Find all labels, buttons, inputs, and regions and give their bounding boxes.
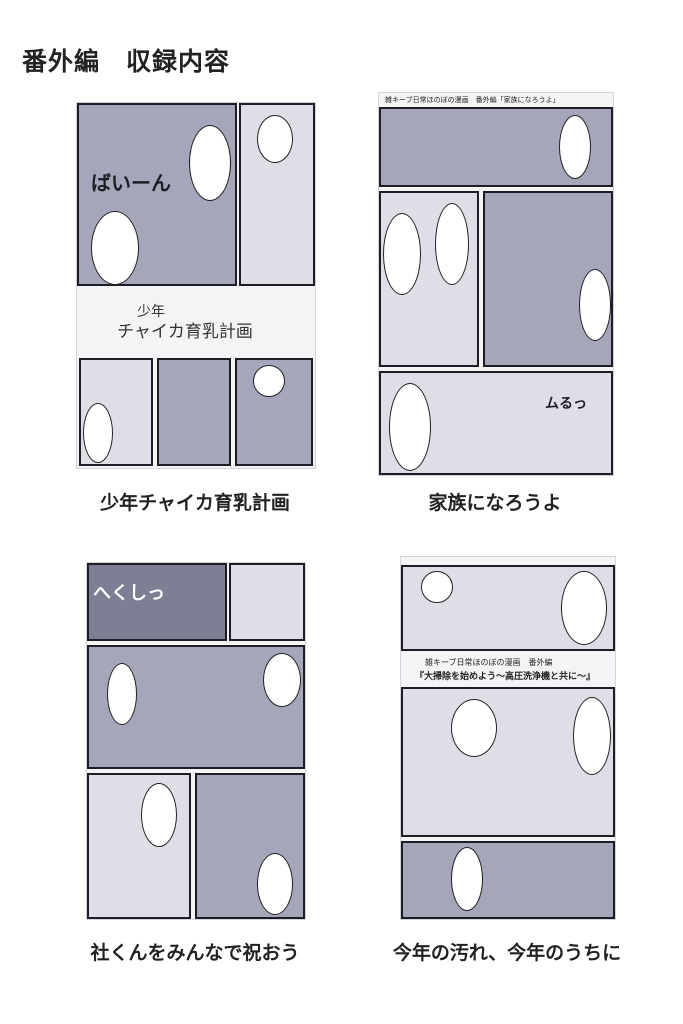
comic-caption-2: 家族になろうよ bbox=[428, 492, 562, 514]
sound-effect: へくしっ bbox=[93, 583, 165, 604]
speech-bubble bbox=[561, 571, 607, 645]
sound-effect: ムるっ bbox=[545, 396, 587, 412]
comic-thumbnail-4[interactable]: 雑キーブ日常ほのぼの漫画 番外編 『大掃除を始めよう～高圧洗浄機と共に～』 bbox=[400, 556, 616, 920]
speech-bubble bbox=[263, 653, 301, 707]
speech-bubble bbox=[389, 383, 431, 471]
comic-panel bbox=[87, 563, 227, 641]
comic-thumbnail-1[interactable]: ばいーん 少年 チャイカ育乳計画 bbox=[76, 102, 316, 469]
speech-bubble bbox=[141, 783, 177, 847]
comic-header: 雑キーブ日常ほのぼの漫画 番外編「家族になろうよ」 bbox=[385, 96, 560, 104]
speech-bubble bbox=[257, 853, 293, 915]
comic-header: 雑キーブ日常ほのぼの漫画 番外編 bbox=[425, 658, 553, 667]
comic-thumbnail-2[interactable]: 雑キーブ日常ほのぼの漫画 番外編「家族になろうよ」 ムるっ bbox=[378, 92, 614, 476]
comic-caption-3: 社くんをみんなで祝おう bbox=[90, 942, 300, 964]
speech-bubble bbox=[253, 365, 285, 397]
speech-bubble bbox=[91, 211, 139, 285]
page-title: 番外編 収録内容 bbox=[22, 47, 231, 76]
inner-title-line1: 少年 bbox=[137, 304, 165, 320]
speech-bubble bbox=[383, 213, 421, 295]
comic-panel bbox=[229, 563, 305, 641]
speech-bubble bbox=[257, 115, 293, 163]
speech-bubble bbox=[451, 699, 497, 757]
speech-bubble bbox=[83, 403, 113, 463]
speech-bubble bbox=[573, 697, 611, 775]
sound-effect: ばいーん bbox=[91, 171, 171, 195]
comic-panel bbox=[157, 358, 231, 466]
speech-bubble bbox=[107, 663, 137, 725]
speech-bubble bbox=[579, 269, 611, 341]
speech-bubble bbox=[435, 203, 469, 285]
comic-caption-4: 今年の汚れ、今年のうちに bbox=[392, 942, 622, 964]
comic-caption-1: 少年チャイカ育乳計画 bbox=[100, 492, 290, 514]
speech-bubble bbox=[189, 125, 231, 201]
speech-bubble bbox=[451, 847, 483, 911]
comic-panel bbox=[401, 841, 615, 919]
speech-bubble bbox=[421, 571, 453, 603]
comic-thumbnail-3[interactable]: へくしっ bbox=[86, 562, 306, 920]
inner-title-line2: チャイカ育乳計画 bbox=[117, 322, 253, 342]
comic-title-banner: 『大掃除を始めよう～高圧洗浄機と共に～』 bbox=[415, 672, 596, 682]
speech-bubble bbox=[559, 115, 591, 179]
comic-panel bbox=[87, 773, 191, 919]
